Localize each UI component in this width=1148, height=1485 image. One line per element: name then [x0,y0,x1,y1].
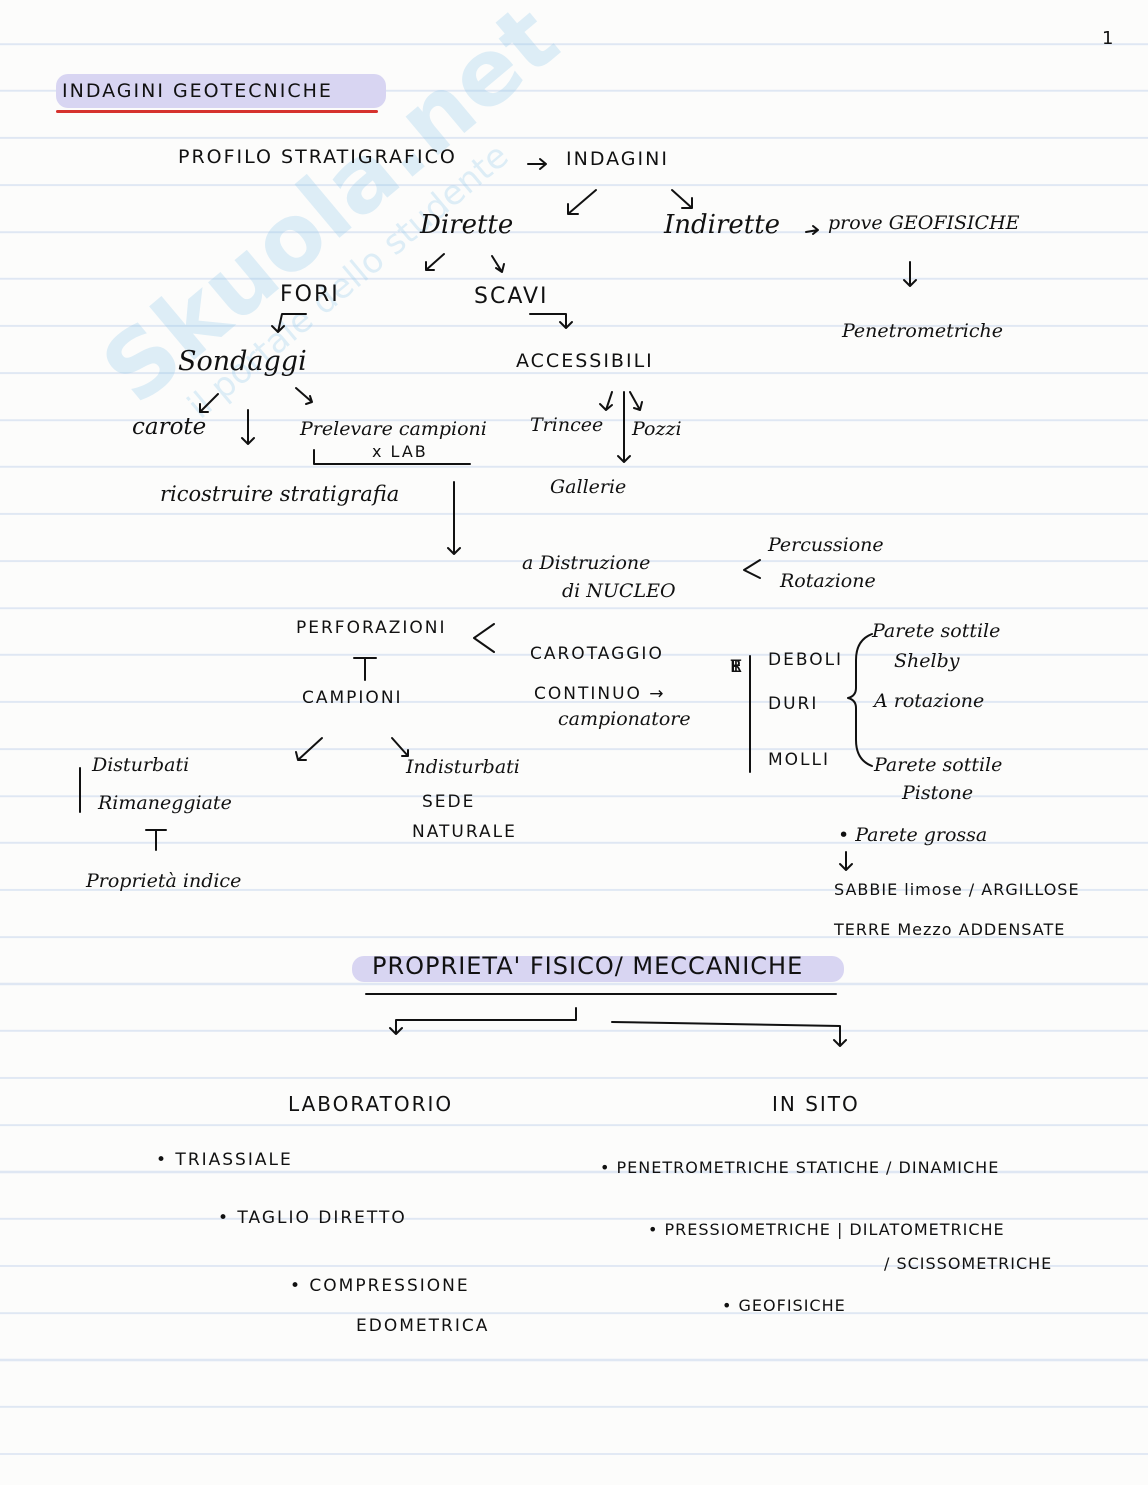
terre-mezzo-label: TERRE Mezzo ADDENSATE [834,920,1066,939]
rimaneggiate-label: Rimaneggiate [98,792,232,814]
terre-letter: T [730,657,742,677]
arrow [671,189,693,209]
arrow [567,189,597,215]
page-title: INDAGINI GEOTECNICHE [62,80,333,102]
terre-letter: E [730,657,742,677]
arrow [839,851,853,871]
terre-letter: R [730,657,742,677]
sondaggi-label: Sondaggi [178,346,307,377]
situ-item: • PENETROMETRICHE STATICHE / DINAMICHE [600,1158,1000,1177]
campioni-label: CAMPIONI [302,688,403,708]
situ-item: • PRESSIOMETRICHE | DILATOMETRICHE [648,1220,1005,1239]
title-highlight [56,74,386,108]
terre-letter: E [730,657,742,677]
title-underline [56,110,378,113]
continuo-label: CONTINUO → [534,684,666,704]
arrow [145,829,167,851]
situ-item: / SCISSOMETRICHE [884,1254,1053,1273]
lab-item: • TAGLIO DIRETTO [218,1208,407,1228]
arrow [611,1021,847,1047]
parete-grossa-label: • Parete grossa [838,824,988,846]
shelby-label-2: Shelby [894,650,960,672]
arrow [295,387,313,405]
scavi-label: SCAVI [474,284,549,309]
arrow [353,657,377,681]
carote-label: carote [132,414,207,440]
campionatore-label: campionatore [558,708,691,730]
arrow [199,393,219,413]
deboli-label: DEBOLI [768,650,844,670]
arrow [295,737,323,761]
dirette-label: Dirette [420,210,514,240]
shelby-label-1: Parete sottile [872,620,1001,642]
bracket [313,449,471,465]
perforazioni-label: PERFORAZIONI [296,618,447,638]
duri-label: DURI [768,694,819,714]
section2-highlight [352,956,844,982]
a-rotazione-label: A rotazione [874,690,985,712]
sabbie-label: SABBIE limose / ARGILLOSE [834,880,1080,899]
lab-item: • TRIASSIALE [156,1150,293,1170]
distruzione-label-2: di NUCLEO [562,580,676,602]
fori-label: FORI [280,282,340,307]
prelevare-label: Prelevare campioni [300,418,487,440]
disturbati-label: Disturbati [92,754,190,776]
penetrometriche-label: Penetrometriche [842,320,1003,342]
arrow [529,313,573,329]
profilo-label: PROFILO STRATIGRAFICO [178,146,457,168]
page-number: 1 [1102,28,1114,49]
arrow [629,391,643,411]
lab-item: EDOMETRICA [356,1316,490,1336]
arrow [425,253,445,271]
pistone-label-2: Pistone [902,782,974,804]
arrow [447,481,461,555]
gallerie-label: Gallerie [550,476,627,498]
rotazione-label: Rotazione [780,570,876,592]
lab-item: • COMPRESSIONE [290,1276,470,1296]
pistone-label-1: Parete sottile [874,754,1003,776]
naturale-label: NATURALE [412,822,517,842]
arrow [241,409,255,445]
arrow [903,261,917,287]
ricostruire-label: ricostruire stratigrafia [160,482,400,506]
in-situ-label: IN SITO [772,1092,860,1116]
distruzione-label-1: a Distruzione [522,552,651,574]
arrow [617,391,631,463]
arrow [491,255,505,273]
xlab-label: x LAB [372,442,428,461]
arrow [805,225,819,235]
situ-item: • GEOFISICHE [722,1296,846,1315]
arrow [391,737,409,757]
trincee-label: Trincee [530,414,604,436]
pozzi-label: Pozzi [632,418,682,440]
laboratorio-label: LABORATORIO [288,1092,454,1116]
bracket [473,623,495,653]
terre-letter: R [730,657,742,677]
accessibili-label: ACCESSIBILI [516,350,654,372]
proprieta-indice-label: Proprietà indice [86,870,242,892]
indirette-label: Indirette [664,210,781,240]
indagini-label: INDAGINI [566,148,669,170]
arrow [527,158,547,170]
molli-label: MOLLI [768,750,831,770]
arrow [389,1007,577,1035]
brace [847,633,873,767]
carotaggio-label: CAROTAGGIO [530,644,664,664]
indisturbati-label: Indisturbati [406,756,520,778]
section2-title: PROPRIETA' FISICO/ MECCANICHE [372,952,804,980]
arrow [271,313,307,333]
sede-label: SEDE [422,792,476,812]
bracket [743,559,761,579]
percussione-label: Percussione [768,534,884,556]
prove-geofisiche-label: prove GEOFISICHE [828,212,1020,234]
arrow [599,391,613,411]
